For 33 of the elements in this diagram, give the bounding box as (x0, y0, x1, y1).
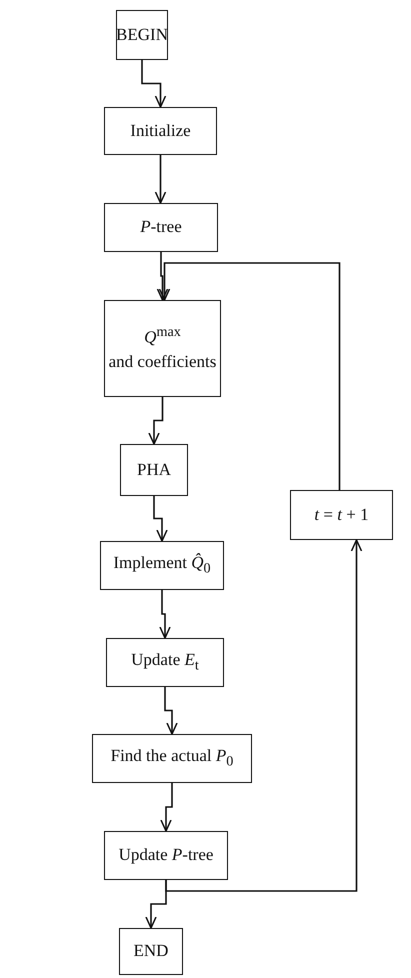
arrow (158, 262, 340, 490)
step-label: Update E$_{t}$ (131, 651, 199, 674)
arrow (160, 783, 173, 832)
process-box (104, 831, 228, 880)
arrow (164, 687, 178, 735)
process-box (106, 638, 224, 687)
process-box (104, 300, 221, 397)
step-label: Update P-tree (118, 846, 214, 865)
process-box (104, 203, 218, 252)
arrow (141, 60, 166, 108)
step-label: Initialize (130, 122, 191, 140)
arrow (165, 539, 362, 892)
process-box (119, 928, 183, 975)
step-label: P-tree (140, 218, 182, 237)
step-label: PHA (136, 460, 171, 480)
arrow (148, 397, 164, 445)
process-box (100, 541, 224, 590)
process-box (290, 490, 393, 540)
arrow (156, 252, 168, 301)
process-box (104, 107, 217, 155)
step-label: t = t + 1 (314, 506, 369, 524)
step-label: and coefficients (108, 353, 216, 372)
arrow (154, 155, 166, 204)
process-box (120, 444, 188, 496)
step-label: Find the actual P$_{0}$ (110, 747, 234, 770)
process-box (116, 10, 168, 60)
step-label: BEGIN (116, 26, 168, 44)
arrow (153, 496, 168, 542)
process-box (92, 734, 252, 783)
step-label: Q$^{max}$ (144, 324, 181, 348)
step-label: Implement Q̂$_{0}$ (113, 554, 211, 577)
arrow (159, 590, 171, 639)
step-label: END (134, 942, 168, 961)
